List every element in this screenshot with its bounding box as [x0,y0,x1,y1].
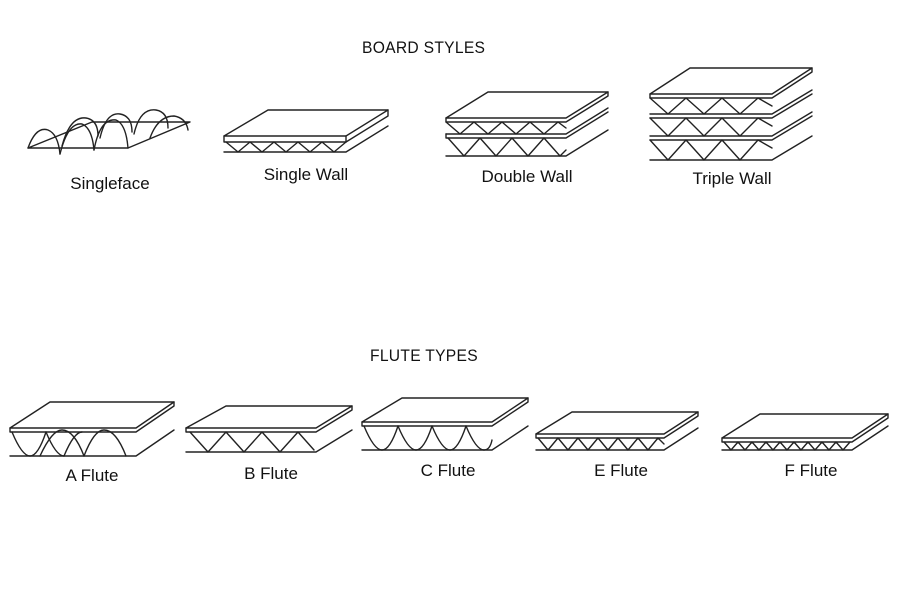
e-flute-icon [535,411,699,451]
f-flute-label: F Flute [784,461,838,480]
flute-types-title: FLUTE TYPES [370,346,478,365]
double-wall-board-icon [445,91,609,157]
board-styles-title: BOARD STYLES [362,38,486,57]
c-flute-label: C Flute [420,461,476,480]
triple-wall-label: Triple Wall [692,169,772,188]
b-flute-label: B Flute [244,464,298,483]
singleface-board-icon [27,109,191,155]
triple-wall-board-icon [649,67,813,161]
double-wall-label: Double Wall [481,167,573,186]
single-wall-board-icon [223,109,389,153]
single-wall-label: Single Wall [263,165,349,184]
e-flute-label: E Flute [594,461,648,480]
a-flute-label: A Flute [65,466,119,485]
c-flute-icon [361,397,529,451]
f-flute-icon [721,413,889,451]
a-flute-icon [9,401,175,457]
singleface-label: Singleface [70,174,150,193]
b-flute-icon [185,405,353,453]
